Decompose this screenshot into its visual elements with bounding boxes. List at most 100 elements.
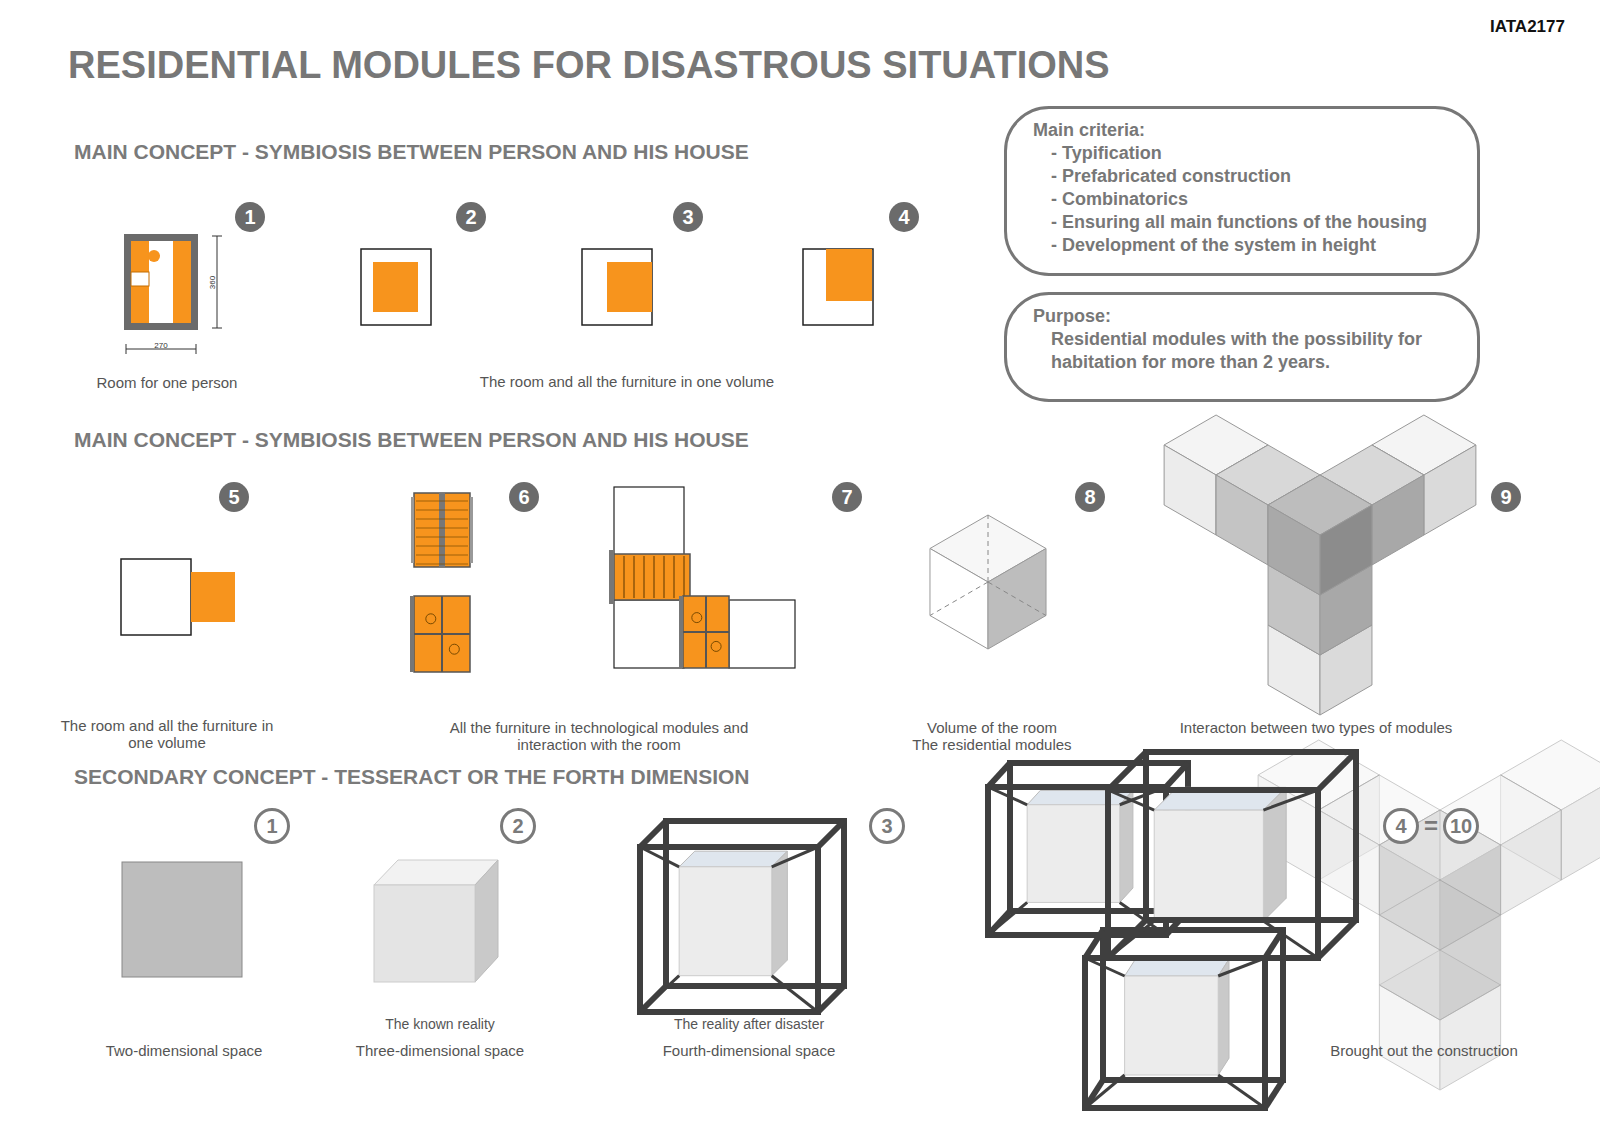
frame-bar: [988, 763, 1010, 787]
shelf-line: [416, 537, 468, 538]
callout-number: 3: [869, 808, 905, 844]
shelf-line: [664, 556, 665, 598]
room-volume: [729, 600, 795, 668]
room-volume: [803, 249, 873, 325]
shelf-line: [416, 510, 468, 511]
caption: Interacton between two types of modules: [1146, 719, 1486, 736]
caption: The residential modules: [892, 736, 1092, 753]
line: [772, 976, 818, 1012]
brought-out-construction: [988, 740, 1600, 1108]
hidden-edge: [988, 582, 1046, 616]
frame-front: [1085, 958, 1265, 1108]
section-heading: MAIN CONCEPT - SYMBIOSIS BETWEEN PERSON …: [74, 428, 749, 452]
module-front: [1125, 976, 1219, 1075]
room-furniture: [131, 241, 191, 323]
equals-sign: =: [1424, 812, 1438, 840]
callout-number: 6: [509, 482, 539, 512]
callout-number: 4: [1383, 808, 1419, 844]
shelf-line: [684, 556, 685, 598]
room-wall: [124, 234, 198, 330]
frame-bar: [1318, 752, 1356, 790]
caption: The room and all the furniture in one vo…: [417, 373, 837, 390]
furniture-volume: [607, 262, 652, 312]
square-2d: [122, 862, 242, 977]
tesseract-row: [122, 821, 844, 1012]
module-top: [679, 851, 787, 867]
caption: The room and all the furniture in one vo…: [50, 717, 285, 751]
info-box: Purpose:Residential modules with the pos…: [1004, 292, 1480, 402]
box-text: - Ensuring all main functions of the hou…: [1033, 211, 1451, 234]
technological-module: [414, 596, 470, 672]
concept-row-2: [121, 487, 795, 672]
shelf-line: [416, 546, 468, 547]
shelf-line: [416, 564, 468, 565]
section-heading: MAIN CONCEPT - SYMBIOSIS BETWEEN PERSON …: [74, 140, 749, 164]
shelf-line: [416, 528, 468, 529]
fixture: [426, 614, 436, 624]
cube-left: [1319, 810, 1380, 915]
line: [196, 344, 197, 354]
line: [126, 344, 127, 354]
frame-bar: [818, 986, 844, 1012]
callout-number: 9: [1491, 482, 1521, 512]
callout-number: 4: [889, 202, 919, 232]
box-text: - Prefabricated construction: [1033, 165, 1451, 188]
caption: The known reality: [330, 1016, 550, 1032]
cube-left: [1164, 445, 1216, 535]
frame-back: [1103, 930, 1283, 1080]
callout-number: 8: [1075, 482, 1105, 512]
callout-number: 3: [673, 202, 703, 232]
person-symbol: [148, 250, 160, 262]
callout-number: 1: [254, 808, 290, 844]
frame-front: [1108, 790, 1318, 958]
fixture: [711, 641, 721, 651]
caption: Three-dimensional space: [320, 1042, 560, 1059]
module-edge: [470, 497, 473, 563]
line: [683, 631, 729, 633]
frame-front: [640, 847, 818, 1012]
room-aisle: [149, 241, 173, 323]
callout-number: 2: [456, 202, 486, 232]
shelf-line: [634, 556, 635, 598]
callout-number: 2: [500, 808, 536, 844]
box-text: - Combinatorics: [1033, 188, 1451, 211]
line: [212, 328, 222, 329]
box-heading: Purpose:: [1033, 305, 1451, 328]
module-edge: [411, 497, 414, 563]
module-cube: [1268, 475, 1372, 595]
shelf-line: [674, 556, 675, 598]
caption: Brought out the construction: [1294, 1042, 1554, 1059]
frame-bar: [818, 821, 844, 847]
bed-symbol: [131, 272, 149, 286]
module-top: [1125, 959, 1229, 976]
technological-module: [683, 596, 729, 668]
frame-bar: [1265, 1080, 1283, 1108]
hidden-edge: [988, 515, 989, 582]
project-code: IATA2177: [1490, 17, 1565, 37]
room-volume: [614, 600, 684, 668]
fixture: [449, 644, 459, 654]
technological-module: [614, 554, 690, 600]
callout-number: 10: [1443, 808, 1479, 844]
shelf-line: [416, 519, 468, 520]
module-side: [772, 851, 788, 976]
module-combination: [1164, 415, 1476, 715]
line: [212, 236, 222, 237]
steel-frame: [1108, 752, 1356, 958]
line: [414, 633, 470, 635]
section-heading: SECONDARY CONCEPT - TESSERACT OR THE FOR…: [74, 765, 750, 789]
cube-right: [1501, 810, 1562, 915]
cube-side: [475, 860, 498, 982]
technological-module: [414, 493, 470, 567]
frame-bar: [1318, 920, 1356, 958]
shelf-line: [644, 556, 645, 598]
shelf-line: [624, 556, 625, 598]
furniture-volume: [191, 572, 235, 622]
caption: Room for one person: [47, 374, 287, 391]
info-box: Main criteria:- Typification- Prefabrica…: [1004, 106, 1480, 276]
furniture-volume: [373, 262, 418, 312]
frame-back: [1146, 752, 1356, 920]
frame-front: [988, 787, 1166, 935]
page-title: RESIDENTIAL MODULES FOR DISASTROUS SITUA…: [68, 44, 1110, 87]
